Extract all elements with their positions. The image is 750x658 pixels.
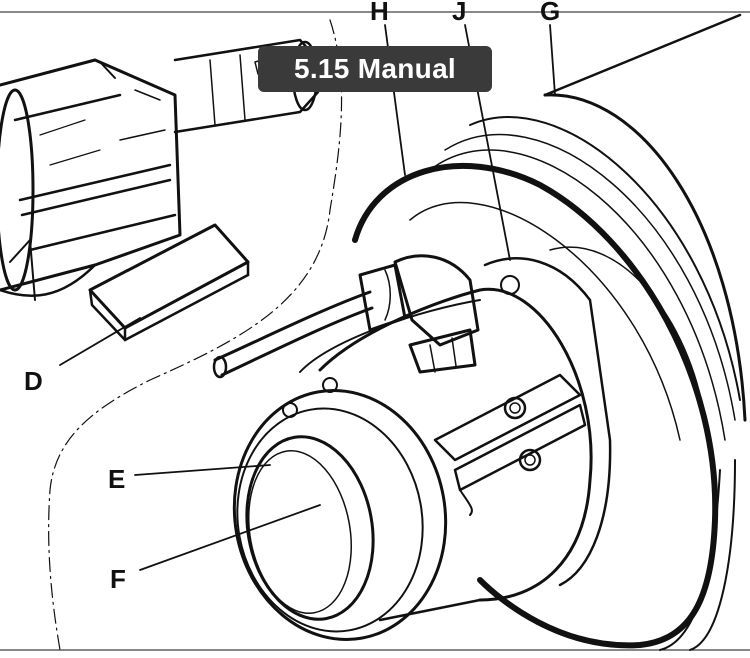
callout-boundary xyxy=(48,19,343,651)
label-d: D xyxy=(24,366,43,396)
manual-title-badge: 5.15 Manual xyxy=(258,46,492,92)
vane-d xyxy=(88,223,250,342)
label-j: J xyxy=(452,0,466,26)
hose-fitting xyxy=(212,254,480,379)
cam-ring xyxy=(232,257,612,641)
leader-e xyxy=(134,464,271,476)
label-h: H xyxy=(370,0,389,26)
rotor xyxy=(0,38,320,301)
leader-d xyxy=(59,317,141,366)
label-g: G xyxy=(540,0,560,26)
label-e: E xyxy=(108,464,125,494)
leader-g xyxy=(549,24,556,96)
o-ring-h xyxy=(352,162,719,649)
label-f: F xyxy=(110,564,126,594)
leader-f xyxy=(139,504,321,571)
